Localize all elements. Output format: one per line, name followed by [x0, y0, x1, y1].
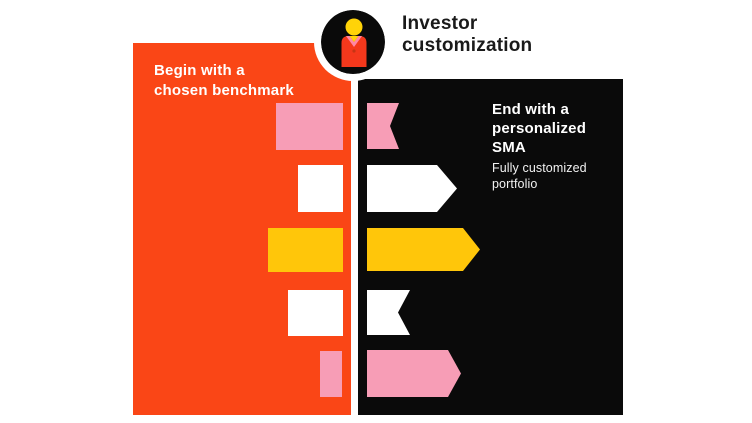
person-collar-inner	[349, 36, 359, 42]
sma-heading: End with a personalized SMA	[492, 100, 612, 157]
sma-bar	[367, 350, 461, 397]
sma-heading-line: End with a	[492, 101, 569, 118]
benchmark-bar	[276, 103, 343, 150]
person-icon	[321, 10, 385, 74]
benchmark-heading-line: chosen benchmark	[154, 82, 294, 99]
person-head	[345, 18, 363, 36]
benchmark-heading-line: Begin with a	[154, 62, 245, 79]
sma-bar	[367, 165, 457, 212]
sma-subheading-line: Fully customized	[492, 161, 587, 175]
person-collar-outer	[346, 36, 362, 47]
sma-bar	[367, 228, 480, 271]
title-line: Investor	[402, 13, 478, 34]
benchmark-bar	[298, 165, 343, 212]
diagram-title: Investor customization	[402, 13, 552, 57]
benchmark-bar	[320, 351, 342, 397]
sma-subheading-line: portfolio	[492, 177, 538, 191]
investor-avatar-icon	[321, 10, 385, 74]
sma-heading-line: SMA	[492, 139, 526, 156]
sma-subheading: Fully customized portfolio	[492, 160, 612, 192]
benchmark-bar	[288, 290, 343, 336]
title-line: customization	[402, 35, 533, 56]
person-button	[352, 49, 356, 53]
benchmark-bar	[268, 228, 343, 272]
sma-heading-line: personalized	[492, 120, 587, 137]
benchmark-heading: Begin with a chosen benchmark	[154, 61, 334, 101]
